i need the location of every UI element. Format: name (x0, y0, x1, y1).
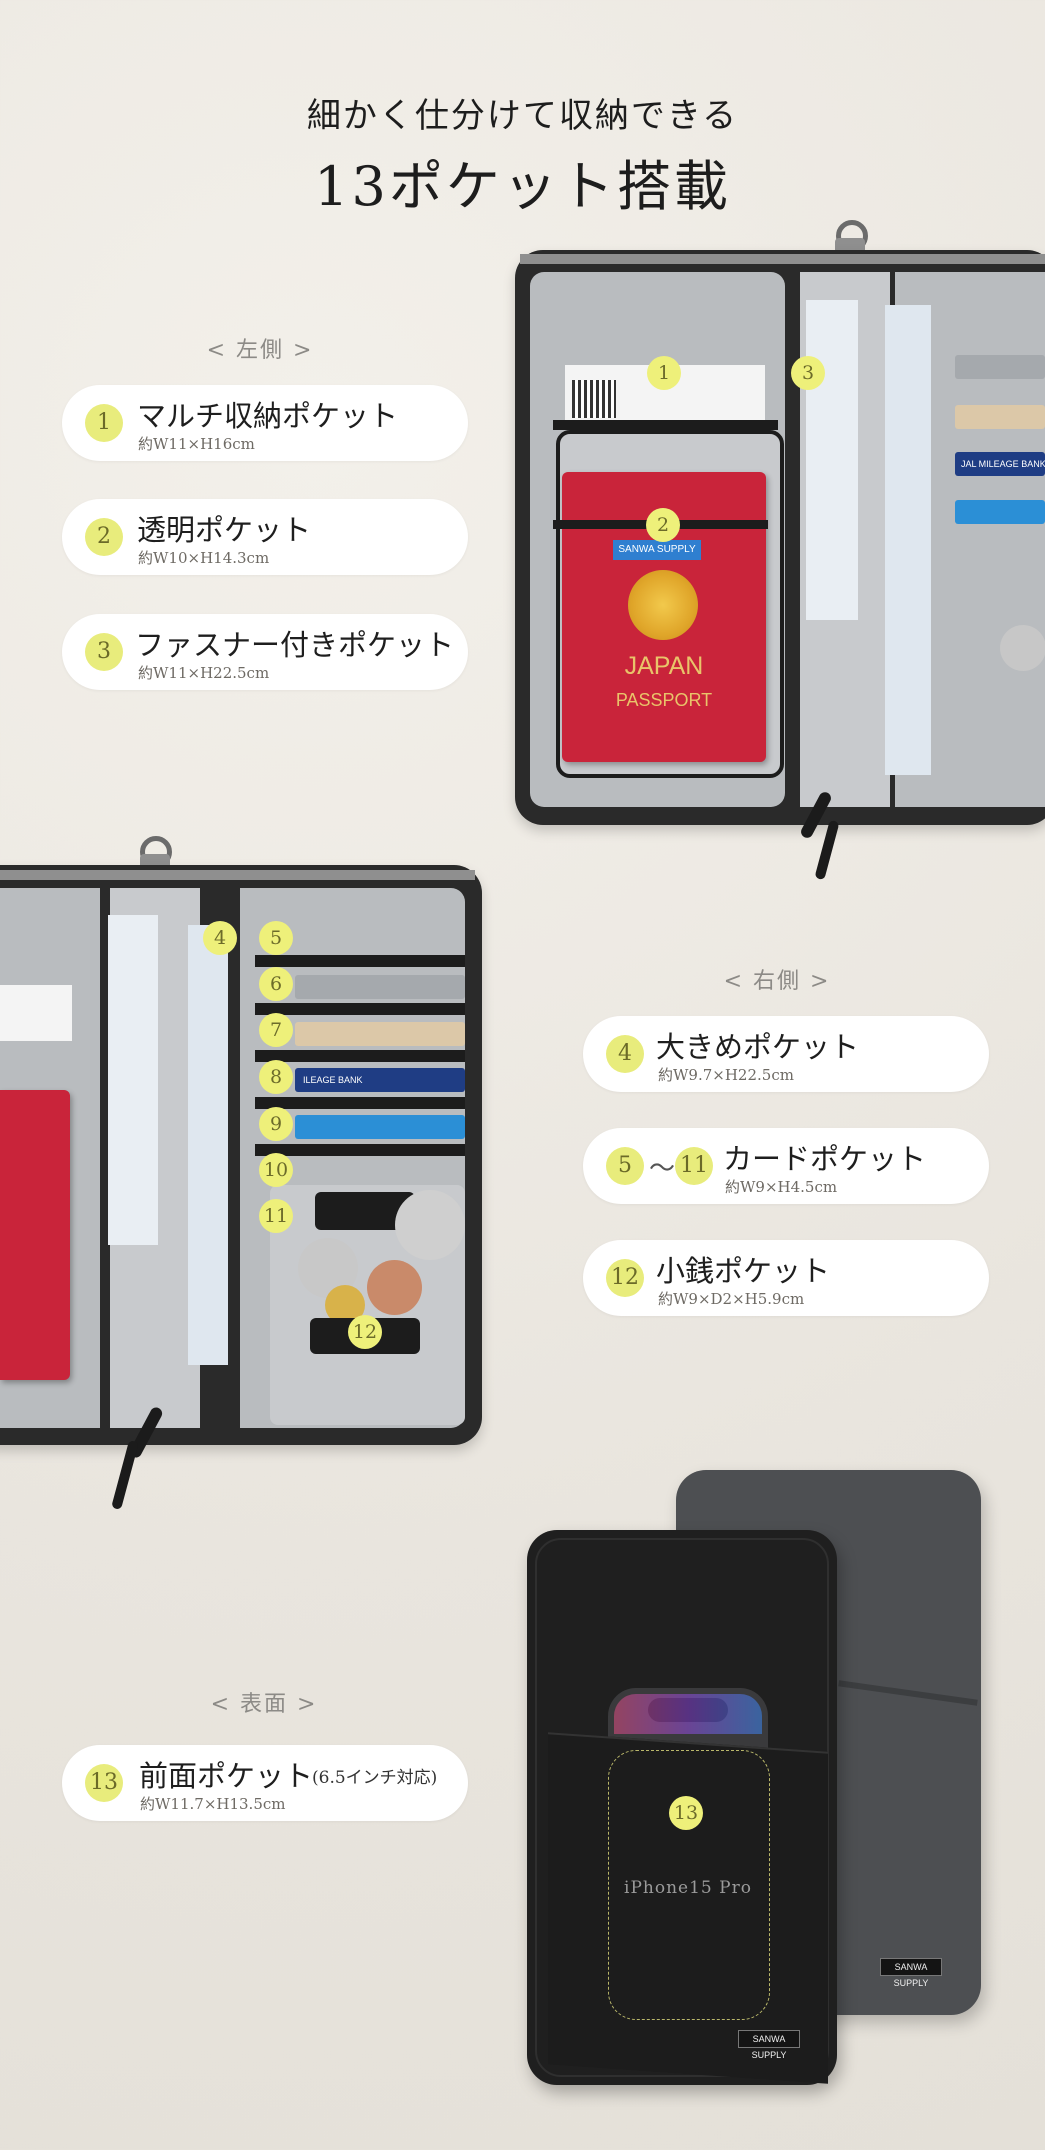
pocket-item-5-11: 5 ～ 11 カードポケット 約W9×H4.5cm (583, 1128, 989, 1204)
pocket-item-13: 13 前面ポケット (6.5インチ対応) 約W11.7×H13.5cm (62, 1745, 468, 1821)
pocket-item-4: 4 大きめポケット 約W9.7×H22.5cm (583, 1016, 989, 1092)
pocket-item-12: 12 小銭ポケット 約W9×D2×H5.9cm (583, 1240, 989, 1316)
range-tilde: ～ (649, 1154, 676, 1184)
brand-label: SANWA SUPPLY (880, 1958, 942, 1988)
section-label-right: < 右側 > (723, 969, 831, 994)
pocket-item-2: 2 透明ポケット 約W10×H14.3cm (62, 499, 468, 575)
marker-2: 2 (646, 508, 680, 542)
pocket-item-1: 1 マルチ収納ポケット 約W11×H16cm (62, 385, 468, 461)
marker-12: 12 (348, 1315, 382, 1349)
pocket-title: ファスナー付きポケット (135, 628, 455, 662)
section-label-front: < 表面 > (210, 1692, 318, 1717)
pocket-title: 透明ポケット (137, 513, 312, 547)
pocket-size: 約W9.7×H22.5cm (658, 1066, 794, 1084)
pocket-size: 約W9×H4.5cm (725, 1178, 838, 1196)
chrysanthemum-emblem-icon (628, 570, 698, 640)
marker-8: 8 (259, 1060, 293, 1094)
pocket-number-badge: 13 (85, 1764, 123, 1802)
marker-1: 1 (647, 356, 681, 390)
pocket-number-badge: 2 (85, 518, 123, 556)
marker-13: 13 (669, 1796, 703, 1830)
marker-4: 4 (203, 921, 237, 955)
passport-country: JAPAN (624, 652, 704, 680)
marker-9: 9 (259, 1107, 293, 1141)
pocket-title: 小銭ポケット (656, 1254, 831, 1288)
pocket-size: 約W10×H14.3cm (138, 549, 270, 567)
pocket-size: 約W11.7×H13.5cm (140, 1795, 286, 1813)
marker-10: 10 (259, 1153, 293, 1187)
pocket-title: マルチ収納ポケット (137, 399, 399, 433)
pocket-size: 約W11×H16cm (138, 435, 255, 453)
pocket-compat-note: (6.5インチ対応) (312, 1768, 438, 1788)
pocket-size: 約W11×H22.5cm (138, 664, 270, 682)
marker-11: 11 (259, 1199, 293, 1233)
pocket-number-badge: 1 (85, 404, 123, 442)
pocket-number-badge: 12 (606, 1259, 644, 1297)
marker-6: 6 (259, 967, 293, 1001)
passport-word: PASSPORT (615, 690, 713, 710)
pocket-title: 大きめポケット (656, 1030, 860, 1064)
pocket-number-badge-end: 11 (675, 1147, 713, 1185)
qr-code-icon (572, 380, 616, 418)
marker-5: 5 (259, 921, 293, 955)
pocket-number-badge: 4 (606, 1035, 644, 1073)
mileage-card: JAL MILEAGE BANK (955, 452, 1045, 476)
mileage-card: ILEAGE BANK (295, 1068, 465, 1092)
pocket-number-badge: 3 (85, 633, 123, 671)
pocket-item-3: 3 ファスナー付きポケット 約W11×H22.5cm (62, 614, 468, 690)
pocket-number-badge: 5 (606, 1147, 644, 1185)
headline-title: 13ポケット搭載 (314, 155, 731, 218)
section-label-left: < 左側 > (206, 338, 314, 363)
brand-label: SANWA SUPPLY (738, 2030, 800, 2060)
brand-tag: SANWA SUPPLY (613, 540, 701, 560)
pocket-size: 約W9×D2×H5.9cm (658, 1290, 805, 1308)
pocket-title: カードポケット (723, 1142, 927, 1176)
phone-model-label: iPhone15 Pro (624, 1878, 752, 1898)
headline-subtitle: 細かく仕分けて収納できる (306, 96, 739, 136)
marker-7: 7 (259, 1013, 293, 1047)
pocket-title: 前面ポケット (139, 1759, 314, 1793)
marker-3: 3 (791, 356, 825, 390)
